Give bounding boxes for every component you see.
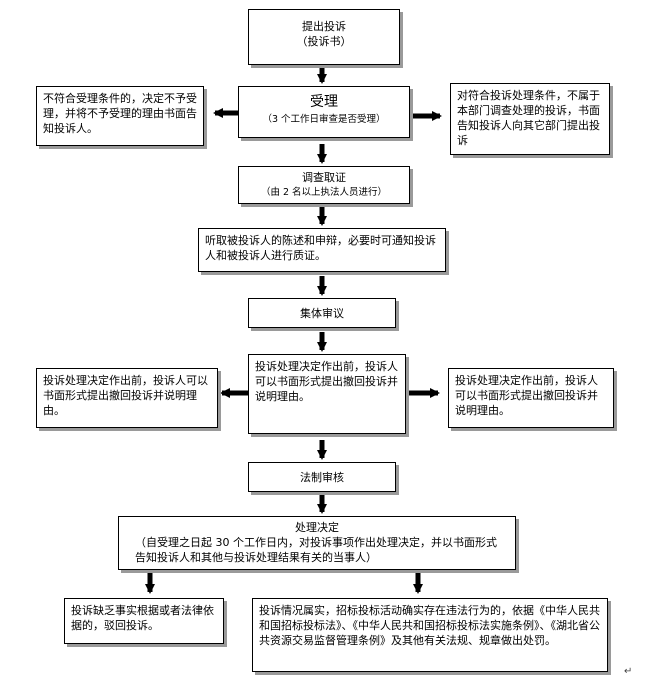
step-collective-review: 集体审议: [248, 298, 396, 328]
outcome-penalty-text: 投诉情况属实，招标投标活动确实存在违法行为的，依据《中华人民共和国招标投标法》、…: [259, 604, 600, 647]
reject-acceptance-box: 不符合受理条件的，决定不予受理，并将不予受理的理由书面告知投诉人。: [36, 86, 204, 146]
paragraph-mark: ↵: [624, 666, 633, 677]
withdraw-right-text: 投诉处理决定作出前，投诉人可以书面形式提出撤回投诉并说明理由。: [455, 374, 598, 417]
step-collective-review-text: 集体审议: [300, 307, 344, 320]
outcome-dismiss-box: 投诉缺乏事实根据或者法律依据的，驳回投诉。: [64, 598, 224, 644]
outcome-penalty-box: 投诉情况属实，招标投标活动确实存在违法行为的，依据《中华人民共和国招标投标法》、…: [252, 598, 608, 672]
step-decision-title: 处理决定: [295, 521, 339, 534]
withdraw-right-box: 投诉处理决定作出前，投诉人可以书面形式提出撤回投诉并说明理由。: [448, 368, 614, 428]
reject-acceptance-text: 不符合受理条件的，决定不予受理，并将不予受理的理由书面告知投诉人。: [43, 92, 197, 135]
withdraw-left-text: 投诉处理决定作出前，投诉人可以书面形式提出撤回投诉并说明理由。: [43, 374, 208, 417]
refer-other-department-text: 对符合投诉处理条件，不属于本部门调查处理的投诉，书面告知投诉人向其它部门提出投诉: [457, 89, 600, 147]
outcome-dismiss-text: 投诉缺乏事实根据或者法律依据的，驳回投诉。: [71, 604, 214, 632]
refer-other-department-box: 对符合投诉处理条件，不属于本部门调查处理的投诉，书面告知投诉人向其它部门提出投诉: [450, 83, 610, 155]
step-legal-review: 法制审核: [248, 462, 396, 492]
step-investigation-title: 调查取证: [302, 171, 346, 184]
step-acceptance-title: 受理: [310, 94, 338, 110]
step-submit-complaint: 提出投诉 （投诉书）: [248, 9, 400, 65]
step-investigation-sub: （由 2 名以上执法人员进行）: [260, 187, 388, 198]
step-decision-sub: （自受理之日起 30 个工作日内，对投诉事项作出处理决定，并以书面形式告知投诉人…: [135, 536, 497, 564]
step-submit-title: 提出投诉: [302, 20, 346, 33]
step-hearing-text: 听取被投诉人的陈述和申辩，必要时可通知投诉人和被投诉人进行质证。: [205, 234, 436, 262]
step-acceptance: 受理 （3 个工作日审查是否受理）: [238, 86, 410, 138]
step-submit-sub: （投诉书）: [296, 35, 352, 48]
step-acceptance-sub: （3 个工作日审查是否受理）: [262, 114, 386, 125]
step-investigation: 调查取证 （由 2 名以上执法人员进行）: [238, 166, 410, 204]
step-hearing: 听取被投诉人的陈述和申辩，必要时可通知投诉人和被投诉人进行质证。: [198, 228, 446, 272]
withdraw-center-text: 投诉处理决定作出前，投诉人可以书面形式提出撤回投诉并说明理由。: [255, 360, 398, 403]
step-decision: 处理决定 （自受理之日起 30 个工作日内，对投诉事项作出处理决定，并以书面形式…: [118, 516, 516, 570]
withdraw-center-box: 投诉处理决定作出前，投诉人可以书面形式提出撤回投诉并说明理由。: [248, 354, 406, 434]
step-legal-review-text: 法制审核: [300, 471, 344, 484]
withdraw-left-box: 投诉处理决定作出前，投诉人可以书面形式提出撤回投诉并说明理由。: [36, 368, 218, 428]
